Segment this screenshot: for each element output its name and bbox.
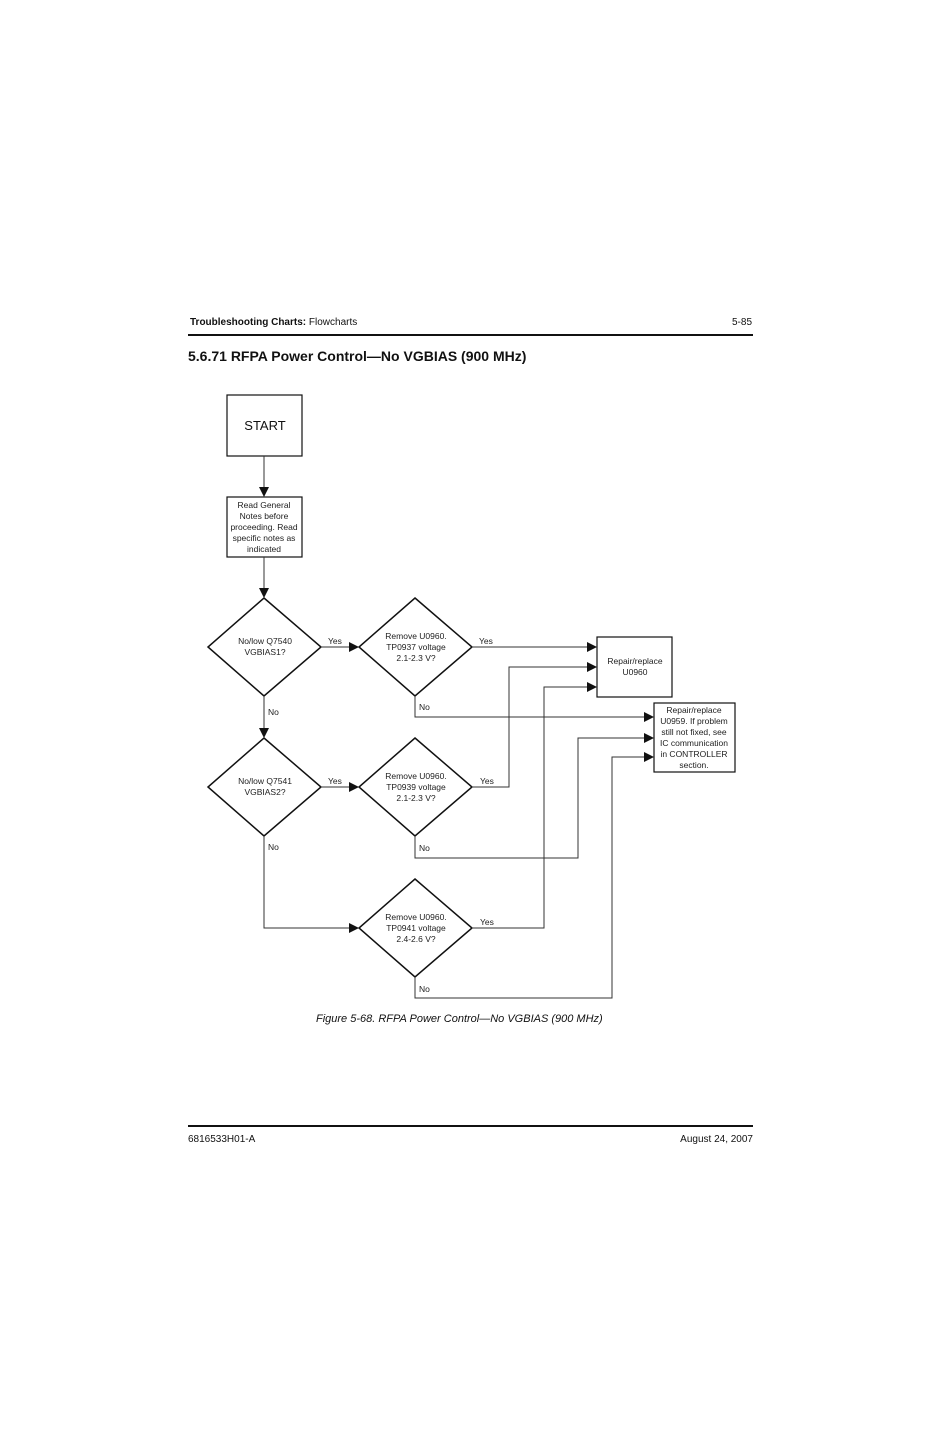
q7540-text: No/low Q7540 VGBIAS1? xyxy=(238,636,292,657)
text-line: section. xyxy=(679,760,708,770)
repair-u0959-text: Repair/replace U0959. If problem still n… xyxy=(660,705,728,770)
repair-u0960-text: Repair/replace U0960 xyxy=(607,656,663,677)
text-line: TP0937 voltage xyxy=(386,642,446,652)
start-label: START xyxy=(244,418,285,433)
label-tp0937-yes: Yes xyxy=(479,636,493,646)
footer-rule xyxy=(188,1125,753,1127)
repair-u0960-box xyxy=(596,636,673,698)
text-line: Remove U0960. xyxy=(385,912,446,922)
text-line: U0960 xyxy=(622,667,647,677)
start-box xyxy=(226,394,303,457)
header-section-bold: Troubleshooting Charts: xyxy=(190,317,307,328)
text-line: TP0941 voltage xyxy=(386,923,446,933)
text-line: Notes before xyxy=(240,511,289,521)
header-rule xyxy=(188,334,753,336)
label-tp0939-no: No xyxy=(419,843,430,853)
edge-tp0941-yes xyxy=(472,682,597,929)
figure-caption: Figure 5-68. RFPA Power Control—No VGBIA… xyxy=(316,1013,603,1025)
repair-u0959-box xyxy=(653,702,736,773)
text-line: 2.1-2.3 V? xyxy=(396,793,435,803)
text-line: VGBIAS2? xyxy=(244,787,285,797)
text-line: proceeding. Read xyxy=(230,522,297,532)
tp0939-text: Remove U0960. TP0939 voltage 2.1-2.3 V? xyxy=(385,771,446,803)
text-line: No/low Q7540 xyxy=(238,636,292,646)
text-line: Read General xyxy=(238,500,291,510)
label-q7540-yes: Yes xyxy=(328,636,342,646)
text-line: No/low Q7541 xyxy=(238,776,292,786)
text-line: Repair/replace xyxy=(666,705,722,715)
text-line: TP0939 voltage xyxy=(386,782,446,792)
label-q7541-no: No xyxy=(268,842,279,852)
footer-date: August 24, 2007 xyxy=(680,1134,753,1145)
section-title: 5.6.71 RFPA Power Control—No VGBIAS (900… xyxy=(188,348,527,364)
text-line: Repair/replace xyxy=(607,656,663,666)
read-notes-box xyxy=(226,496,303,558)
text-line: specific notes as xyxy=(233,533,296,543)
label-tp0941-yes: Yes xyxy=(480,917,494,927)
page-number: 5-85 xyxy=(731,317,752,328)
text-line: 2.4-2.6 V? xyxy=(396,934,435,944)
text-line: VGBIAS1? xyxy=(244,647,285,657)
edge-tp0941-no xyxy=(414,752,654,999)
edge-tp0937-no xyxy=(414,696,654,722)
label-q7541-yes: Yes xyxy=(328,776,342,786)
tp0941-text: Remove U0960. TP0941 voltage 2.4-2.6 V? xyxy=(385,912,446,944)
edge-tp0939-no xyxy=(414,733,654,859)
text-line: Remove U0960. xyxy=(385,631,446,641)
text-line: IC communication xyxy=(660,738,728,748)
doc-number: 6816533H01-A xyxy=(188,1134,256,1145)
text-line: U0959. If problem xyxy=(660,716,728,726)
edge-tp0939-yes xyxy=(472,662,597,788)
text-line: 2.1-2.3 V? xyxy=(396,653,435,663)
q7541-text: No/low Q7541 VGBIAS2? xyxy=(238,776,292,797)
edge-q7541-no xyxy=(263,836,359,933)
tp0937-text: Remove U0960. TP0937 voltage 2.1-2.3 V? xyxy=(385,631,446,663)
text-line: still not fixed, see xyxy=(661,727,726,737)
text-line: in CONTROLLER xyxy=(660,749,727,759)
label-tp0937-no: No xyxy=(419,702,430,712)
label-tp0941-no: No xyxy=(419,984,430,994)
running-header: Troubleshooting Charts: Flowcharts xyxy=(190,317,357,328)
text-line: indicated xyxy=(247,544,281,554)
read-notes-text: Read General Notes before proceeding. Re… xyxy=(230,500,297,554)
label-tp0939-yes: Yes xyxy=(480,776,494,786)
label-q7540-no: No xyxy=(268,707,279,717)
header-section-rest: Flowcharts xyxy=(306,317,358,328)
text-line: Remove U0960. xyxy=(385,771,446,781)
